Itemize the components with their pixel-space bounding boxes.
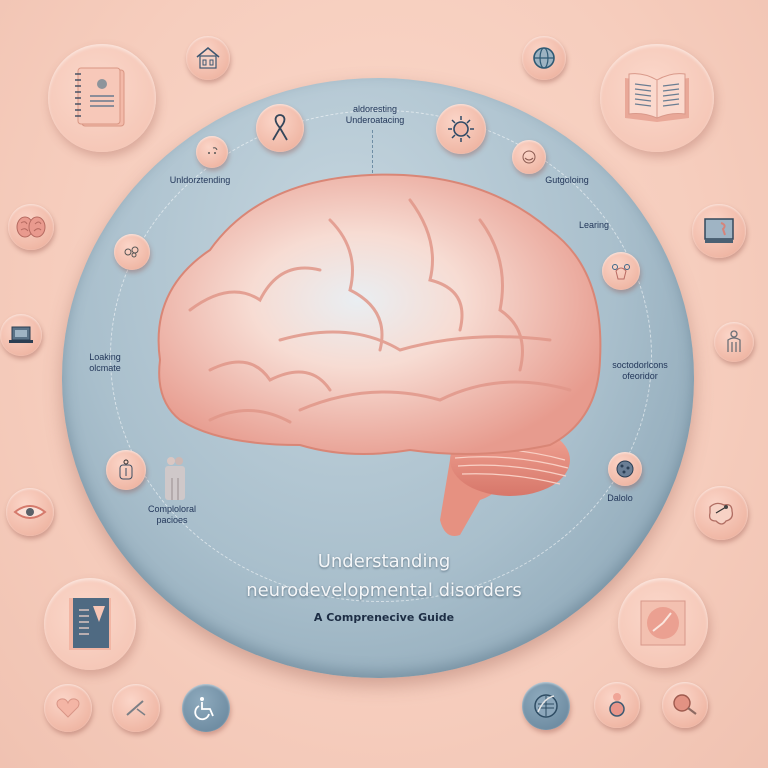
label-top-right: Gutgoloing: [545, 175, 589, 185]
neurons-badge[interactable]: [114, 234, 150, 270]
face-icon: [208, 147, 218, 154]
clock-icon: [640, 600, 686, 646]
report-book-icon: [69, 598, 111, 650]
label-top-left: Unldorztending: [169, 175, 231, 185]
monitor-icon: [704, 218, 734, 243]
sun-icon: [448, 116, 474, 142]
label-line: pacioes: [156, 515, 188, 525]
clock-badge[interactable]: [618, 578, 708, 668]
title-line-2: neurodevelopmental disorders: [246, 580, 522, 601]
neurons-icon: [124, 246, 139, 258]
label-line: Underoatacing: [345, 115, 405, 125]
head-badge[interactable]: [602, 252, 640, 290]
cell-icon: [616, 460, 634, 478]
brain-badge[interactable]: [8, 204, 54, 250]
label-left-middle: Loaking olcmate: [80, 352, 130, 374]
open-book-icon: [625, 73, 689, 122]
label-top-center: aldoresting Underoatacing: [330, 104, 420, 126]
globe-badge[interactable]: [522, 36, 566, 80]
sun-badge[interactable]: [436, 104, 486, 154]
head-icon: [612, 264, 630, 280]
tool-icon: [126, 700, 146, 716]
notebook-badge[interactable]: [48, 44, 156, 152]
person-badge[interactable]: [714, 322, 754, 362]
connector-line: [372, 130, 373, 178]
label-bottom-left: Comploloral pacioes: [132, 504, 212, 526]
heart-badge[interactable]: [44, 684, 92, 732]
label-line: olcmate: [89, 363, 121, 373]
monitor-badge[interactable]: [692, 204, 746, 258]
leaf-icon: [534, 694, 558, 718]
wheelchair-badge[interactable]: [182, 684, 230, 732]
label-right-middle: soctodorlcons ofeoridor: [610, 360, 670, 382]
eye-icon: [13, 505, 47, 519]
magnifier-badge[interactable]: [662, 682, 708, 728]
tool-badge[interactable]: [112, 684, 160, 732]
magnifier-icon: [673, 694, 697, 715]
jar-badge[interactable]: [106, 450, 146, 490]
puzzle-badge[interactable]: [694, 486, 748, 540]
avatar-icon: [609, 693, 625, 717]
label-right-upper: Learing: [578, 220, 610, 230]
label-bottom-right: Dalolo: [607, 493, 633, 503]
label-line: Comploloral: [147, 504, 197, 514]
subtitle: A Comprenecive Guide: [313, 611, 455, 624]
house-badge[interactable]: [186, 36, 230, 80]
brain-illustration: [157, 173, 602, 536]
face-badge[interactable]: [196, 136, 228, 168]
label-line: soctodorlcons: [612, 360, 668, 370]
avatar-badge[interactable]: [594, 682, 640, 728]
dotted-orbit: [110, 110, 652, 602]
laptop-icon: [9, 326, 33, 343]
report-book-badge[interactable]: [44, 578, 136, 670]
puzzle-icon: [708, 502, 734, 525]
smile-icon: [522, 150, 536, 164]
title-line-1: Understanding: [317, 551, 451, 572]
family-icon: [160, 456, 190, 502]
person-icon: [727, 330, 741, 352]
globe-icon: [533, 47, 555, 69]
label-line: Loaking: [89, 352, 121, 362]
ribbon-icon: [272, 114, 288, 141]
smile-badge[interactable]: [512, 140, 546, 174]
laptop-badge[interactable]: [0, 314, 42, 356]
open-book-badge[interactable]: [600, 44, 714, 152]
cell-badge[interactable]: [608, 452, 642, 486]
ribbon-badge[interactable]: [256, 104, 304, 152]
label-line: aldoresting: [352, 104, 398, 114]
leaf-badge[interactable]: [522, 682, 570, 730]
jar-icon: [119, 459, 133, 480]
wheelchair-icon: [194, 697, 214, 721]
eye-badge[interactable]: [6, 488, 54, 536]
notebook-icon: [75, 67, 125, 127]
house-icon: [196, 47, 220, 69]
label-line: ofeoridor: [622, 371, 658, 381]
heart-icon: [56, 698, 80, 718]
brain-icon: [16, 216, 46, 238]
